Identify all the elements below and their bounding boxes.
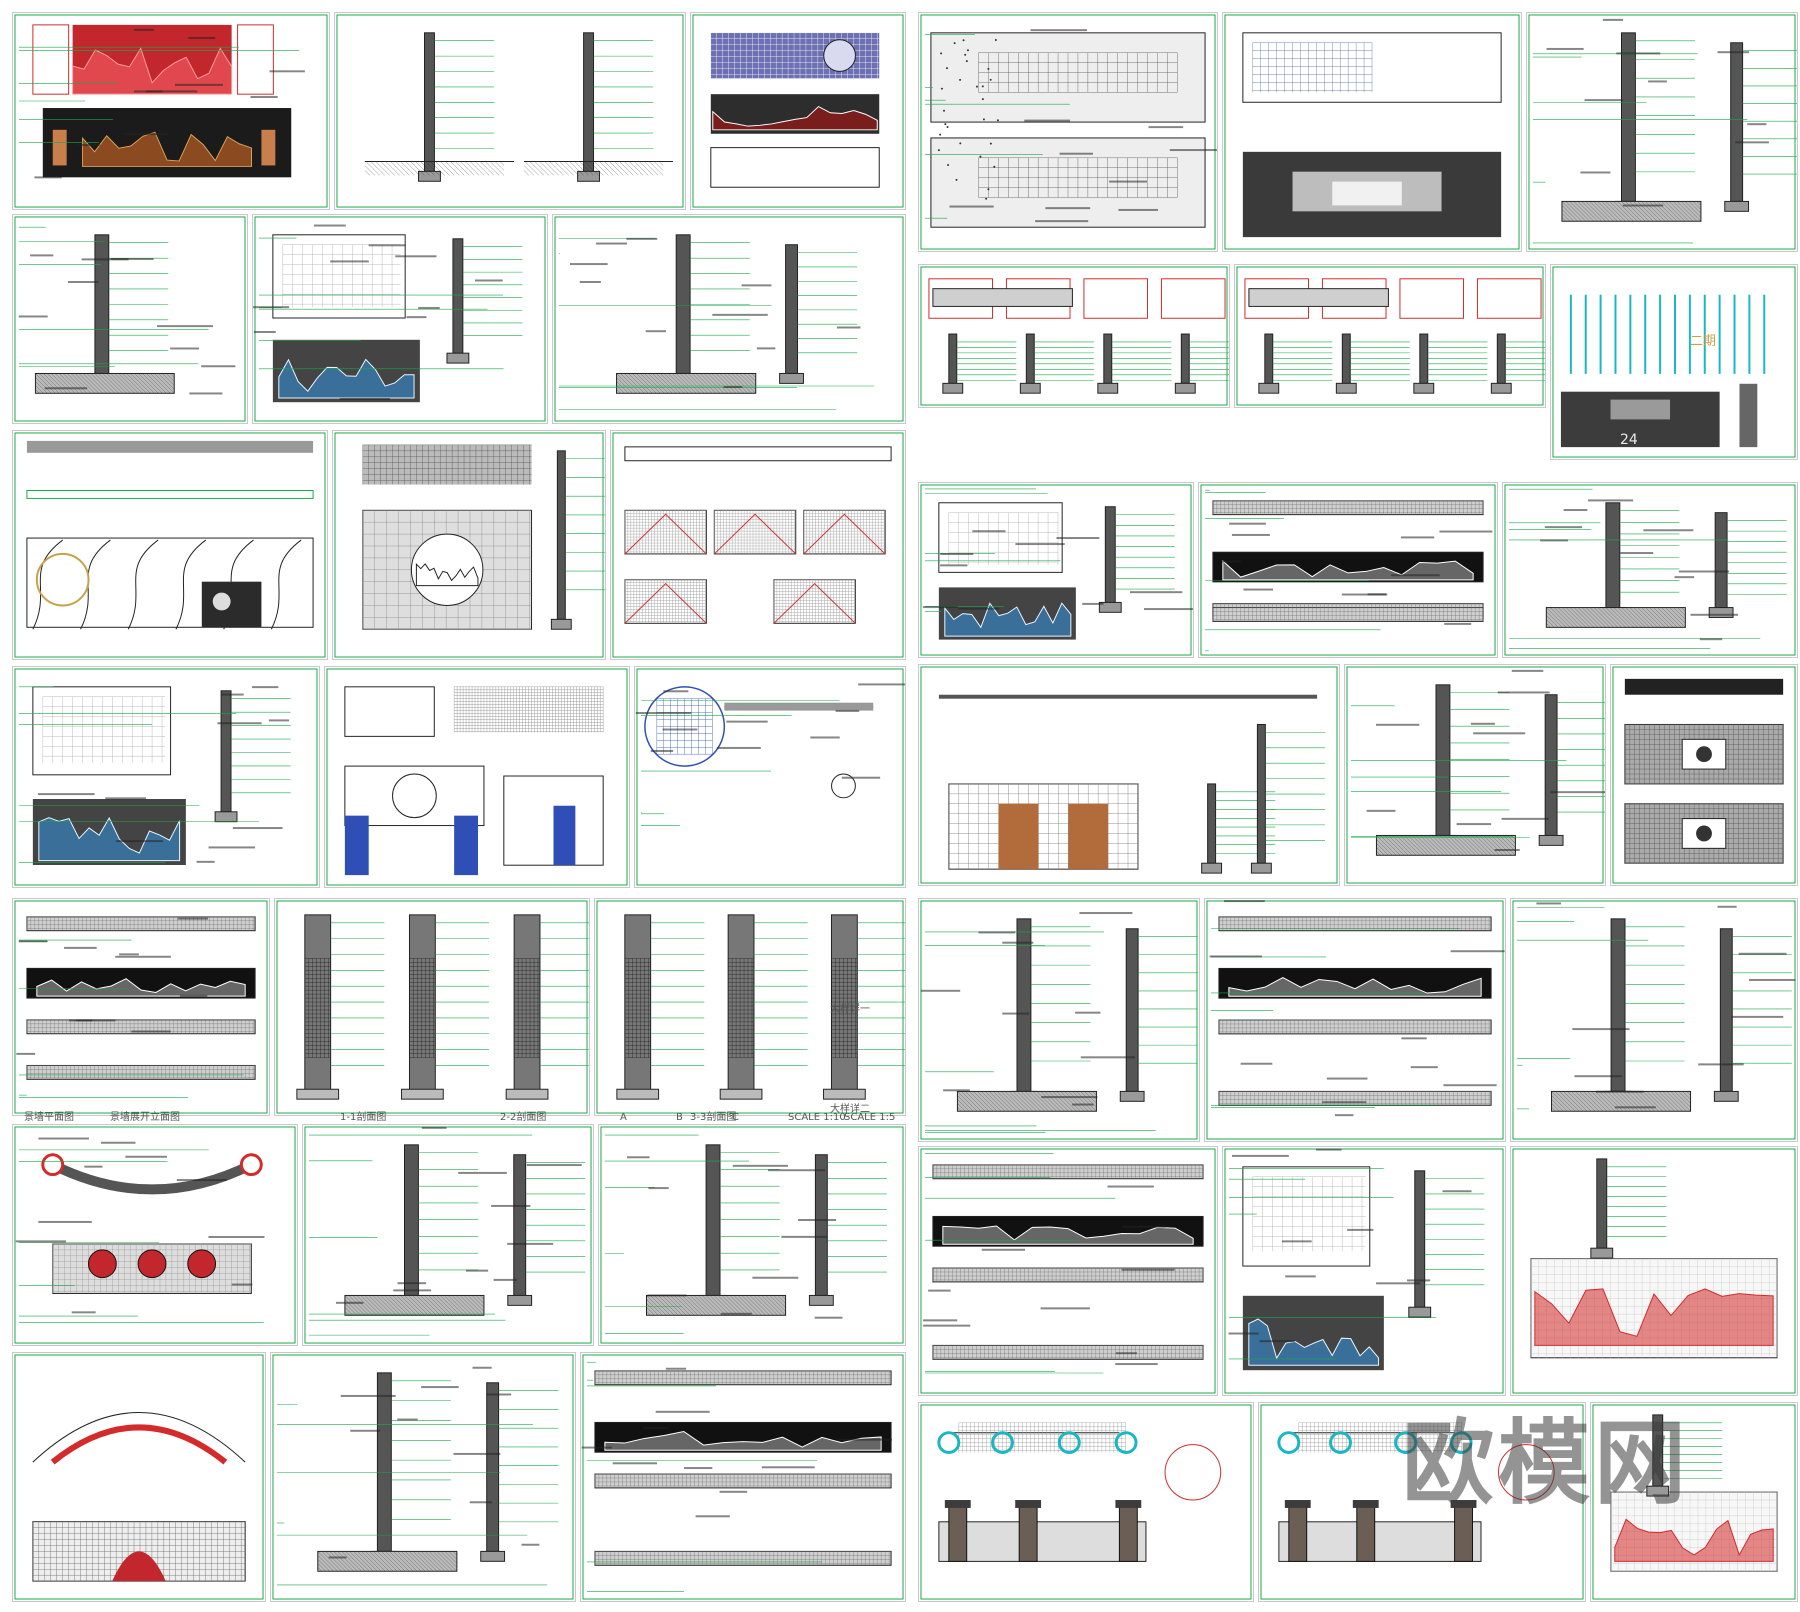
drawing-sheet <box>1198 482 1498 658</box>
drawing-sheet <box>634 666 906 888</box>
drawing-sheet <box>12 1124 298 1346</box>
cad-drawing <box>920 14 1217 250</box>
drawing-sheet <box>918 12 1218 252</box>
cad-drawing <box>920 666 1338 884</box>
cad-drawing <box>1224 14 1520 250</box>
cad-drawing <box>1504 484 1796 656</box>
cad-drawing <box>253 216 546 422</box>
drawing-sheet <box>1526 12 1798 252</box>
drawing-sheet <box>324 666 630 888</box>
drawing-sheet <box>12 12 330 210</box>
scale-label: SCALE 1:5 <box>844 1112 896 1123</box>
drawing-sheet <box>332 430 606 660</box>
drawing-title: 大样详二 <box>830 1104 870 1115</box>
cad-drawing <box>14 1126 296 1344</box>
drawing-sheet <box>1222 1146 1506 1396</box>
cad-drawing <box>1512 900 1796 1140</box>
drawing-sheet <box>12 898 270 1116</box>
drawing-sheet <box>690 12 906 210</box>
signage-number: 24 <box>1620 432 1638 448</box>
cad-drawing <box>692 14 904 208</box>
cad-drawing <box>334 432 605 658</box>
cad-drawing <box>1552 266 1796 458</box>
cad-drawing <box>920 266 1229 406</box>
cad-drawing <box>596 900 905 1114</box>
cad-drawing <box>612 432 904 658</box>
drawing-sheet <box>594 898 906 1116</box>
drawing-sheet <box>1258 1402 1586 1602</box>
cad-drawing <box>14 668 318 886</box>
cad-drawing <box>1512 1148 1796 1394</box>
drawing-sheet <box>598 1124 906 1346</box>
cad-drawing <box>600 1126 904 1344</box>
drawing-sheet <box>12 666 320 888</box>
drawing-title: 大样详一 <box>830 1004 870 1015</box>
drawing-title: 景墙展开立面图 <box>110 1112 180 1123</box>
cad-drawing <box>920 484 1193 656</box>
scale-label: SCALE 1:10 <box>788 1112 846 1123</box>
cad-drawing <box>304 1126 592 1344</box>
cad-drawing <box>920 1148 1216 1394</box>
cad-drawing <box>1206 900 1505 1140</box>
drawing-sheet <box>1510 898 1798 1142</box>
drawing-sheet <box>12 214 248 424</box>
drawing-sheet <box>1234 264 1546 408</box>
cad-drawing <box>1224 1148 1504 1394</box>
drawing-sheet <box>918 264 1230 408</box>
drawing-sheet <box>1344 664 1606 886</box>
cad-drawing <box>1236 266 1545 406</box>
drawing-sheet <box>12 430 328 660</box>
cad-drawing <box>272 1354 574 1600</box>
drawing-sheet <box>1222 12 1522 252</box>
drawing-title: 景墙平面图 <box>24 1112 74 1123</box>
drawing-sheet <box>918 482 1194 658</box>
drawing-sheet <box>1502 482 1798 658</box>
drawing-sheet <box>1204 898 1506 1142</box>
cad-drawing <box>14 432 326 658</box>
cad-drawing <box>14 14 328 208</box>
drawing-sheet <box>12 1352 266 1602</box>
drawing-title: 1-1剖面图 <box>340 1112 387 1123</box>
cad-drawing <box>1612 666 1796 884</box>
drawing-sheet <box>274 898 590 1116</box>
cad-drawing <box>1260 1404 1584 1600</box>
drawing-title: 2-2剖面图 <box>500 1112 547 1123</box>
drawing-sheet <box>918 1402 1254 1602</box>
drawing-sheet <box>1550 264 1798 460</box>
drawing-sheet <box>610 430 906 660</box>
cad-drawing <box>1592 1404 1796 1600</box>
cad-drawing <box>336 14 684 208</box>
cad-drawing <box>920 900 1198 1140</box>
signage-label: 二期 <box>1690 334 1717 349</box>
cad-drawing <box>1200 484 1496 656</box>
cad-drawing <box>326 668 628 886</box>
scale-label: B <box>676 1112 683 1123</box>
cad-drawing <box>14 900 268 1114</box>
cad-drawing <box>920 1404 1252 1600</box>
scale-label: C <box>732 1112 739 1123</box>
drawing-sheet <box>918 898 1200 1142</box>
drawing-title: 3-3剖面图 <box>690 1112 737 1123</box>
drawing-sheet <box>580 1352 906 1602</box>
cad-drawing <box>581 1354 904 1600</box>
drawing-sheet <box>552 214 906 424</box>
cad-drawing <box>1346 666 1605 884</box>
cad-drawing <box>635 668 905 886</box>
drawing-sheet <box>252 214 548 424</box>
drawing-sheet <box>1510 1146 1798 1396</box>
drawing-sheet <box>1590 1402 1798 1602</box>
drawing-sheet <box>918 1146 1218 1396</box>
cad-drawing <box>14 1354 264 1600</box>
scale-label: A <box>620 1112 627 1123</box>
drawing-sheet <box>1610 664 1798 886</box>
cad-drawing <box>554 216 904 422</box>
cad-drawing <box>14 216 246 422</box>
cad-drawing <box>1528 14 1797 250</box>
drawing-sheet <box>270 1352 576 1602</box>
drawing-sheet <box>334 12 686 210</box>
drawing-sheet <box>302 1124 594 1346</box>
cad-drawing <box>276 900 589 1114</box>
drawing-sheet <box>918 664 1340 886</box>
